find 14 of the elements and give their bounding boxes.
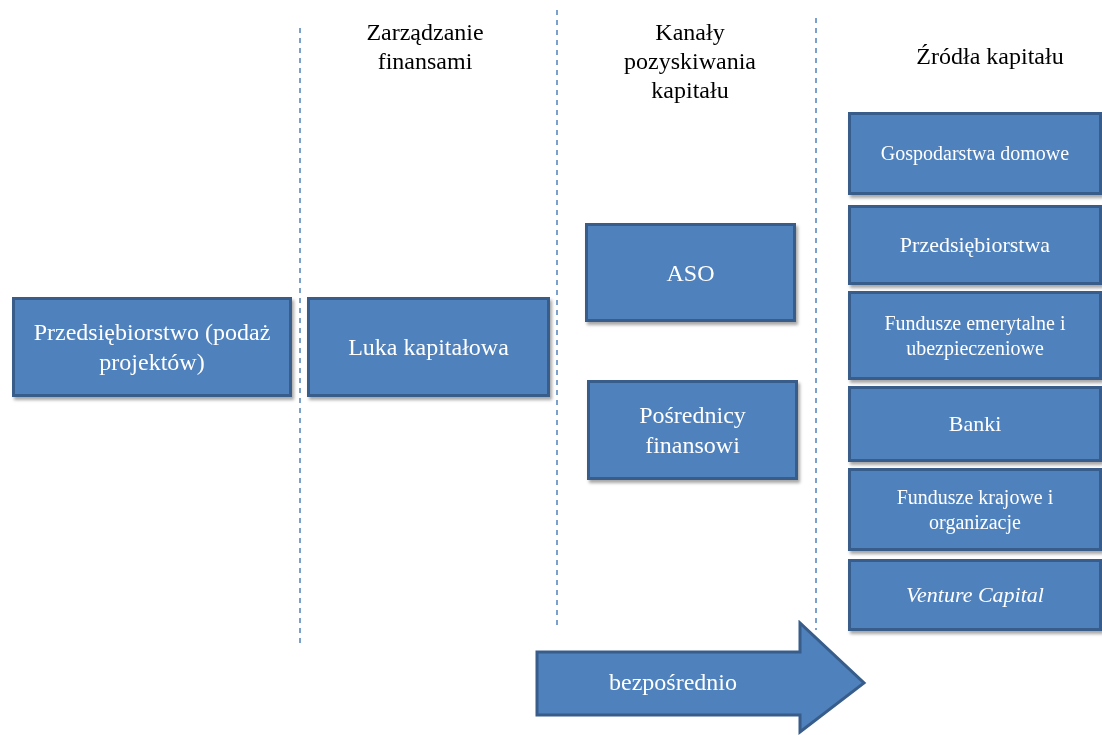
source-box: Przedsiębiorstwa (848, 205, 1102, 285)
process-box: ASO (585, 223, 796, 322)
source-box: Gospodarstwa domowe (848, 112, 1102, 195)
column-heading: Zarządzanie finansami (365, 18, 485, 76)
source-box: Fundusze krajowe i organizacje (848, 468, 1102, 551)
source-box: Fundusze emerytalne i ubezpieczeniowe (848, 291, 1102, 380)
process-box: Pośrednicy finansowi (587, 380, 798, 480)
source-box: Banki (848, 386, 1102, 462)
arrow-label: bezpośrednio (609, 669, 737, 696)
source-box: Venture Capital (848, 559, 1102, 631)
column-heading: Kanały pozyskiwania kapitału (623, 18, 757, 105)
process-box: Przedsiębiorstwo (podaż projektów) (12, 297, 292, 397)
process-box: Luka kapitałowa (307, 297, 550, 397)
column-heading: Źródła kapitału (915, 42, 1065, 71)
